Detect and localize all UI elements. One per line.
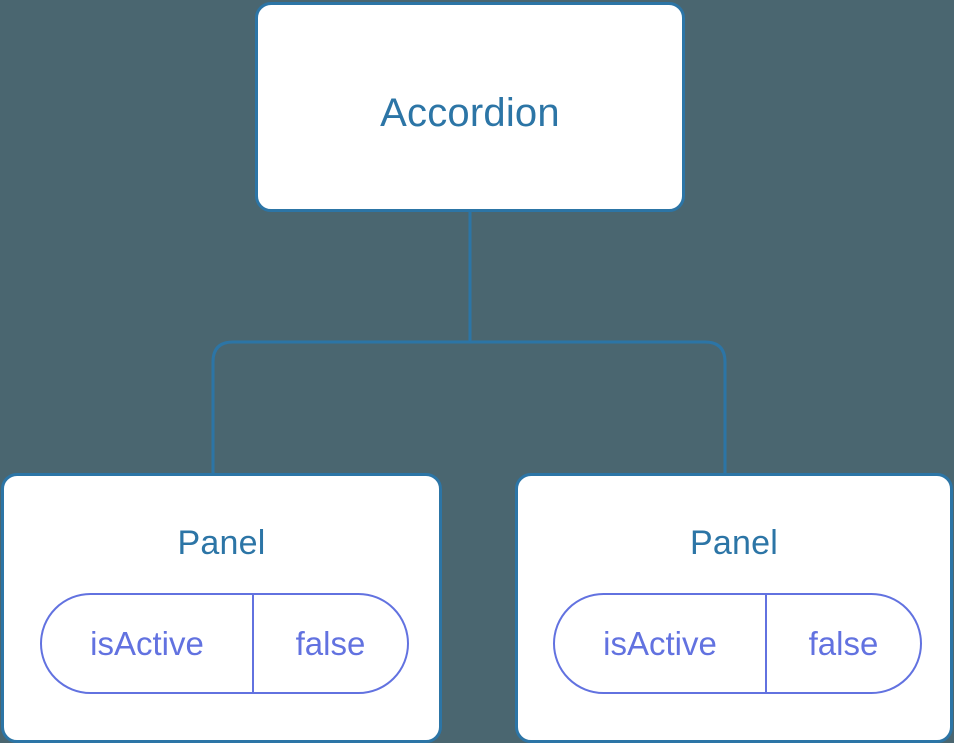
prop-value-is-active: false (295, 624, 366, 662)
prop-value-is-active: false (808, 624, 879, 662)
node-panel-left-label: Panel (177, 524, 266, 562)
node-panel-right-label: Panel (690, 524, 778, 562)
node-accordion-label: Accordion (380, 91, 560, 135)
node-panel-left[interactable]: Panel isActive false (1, 473, 442, 743)
node-accordion[interactable]: Accordion (255, 2, 685, 212)
prop-key-is-active: isActive (42, 595, 254, 692)
prop-pill-is-active-left[interactable]: isActive false (40, 593, 409, 694)
prop-key-is-active: isActive (555, 595, 767, 692)
node-panel-right[interactable]: Panel isActive false (515, 473, 953, 743)
prop-pill-is-active-right[interactable]: isActive false (553, 593, 922, 694)
